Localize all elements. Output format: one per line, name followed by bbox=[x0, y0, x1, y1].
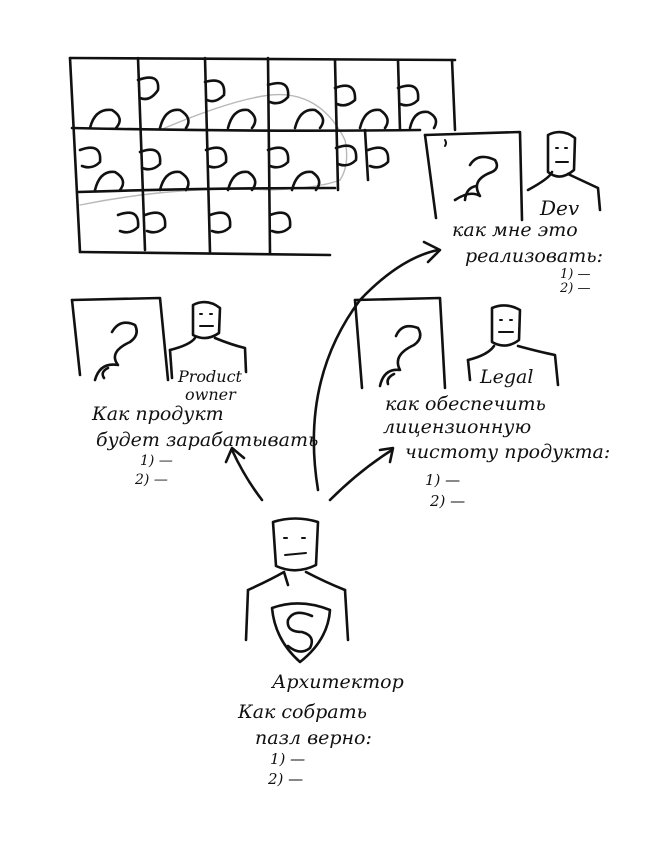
legal-head-icon bbox=[490, 304, 522, 347]
dev-panel bbox=[423, 130, 602, 222]
legal-question-line-1: как обеспечить bbox=[385, 393, 546, 415]
product-owner-name-line-2: owner bbox=[185, 385, 237, 404]
legal-panel bbox=[353, 296, 560, 390]
product-owner-question-line-2: будет зарабатывать bbox=[96, 429, 318, 451]
legal-question-line-2: лицензионную bbox=[383, 416, 531, 438]
architect-item-2: 2) — bbox=[267, 770, 303, 788]
product-owner-head-icon bbox=[191, 300, 222, 340]
product-owner-item-1: 1) — bbox=[140, 453, 173, 469]
dev-item-2: 2) — bbox=[559, 281, 590, 296]
product-owner-question-line-1: Как продукт bbox=[91, 403, 224, 425]
architect-head-icon bbox=[271, 517, 320, 572]
legal-item-1: 1) — bbox=[425, 471, 460, 489]
legal-item-2: 2) — bbox=[429, 492, 465, 510]
architect-figure bbox=[244, 517, 350, 664]
dev-name: Dev bbox=[539, 196, 580, 220]
arrow-to-dev bbox=[312, 248, 440, 492]
legal-question-line-3: чистоту продукта: bbox=[405, 441, 610, 463]
dev-question-line-1: как мне это bbox=[452, 219, 578, 241]
architect-item-1: 1) — bbox=[270, 750, 305, 768]
architect-question-line-1: Как собрать bbox=[237, 701, 367, 723]
architect-question-line-2: пазл верно: bbox=[255, 727, 372, 749]
arrow-to-legal bbox=[328, 448, 394, 502]
dev-item-1: 1) — bbox=[560, 267, 590, 282]
dev-head-icon bbox=[546, 130, 577, 178]
product-owner-name-line-1: Product bbox=[177, 367, 243, 386]
product-owner-item-2: 2) — bbox=[134, 472, 168, 488]
product-owner-panel bbox=[70, 296, 248, 382]
dev-question-line-2: реализовать: bbox=[465, 245, 603, 267]
arrow-to-product-owner bbox=[230, 448, 264, 502]
architect-name: Архитектор bbox=[270, 671, 404, 693]
puzzle-grid bbox=[68, 56, 457, 257]
superman-shield-icon bbox=[270, 602, 332, 664]
legal-name: Legal bbox=[479, 366, 533, 388]
arrows bbox=[224, 240, 442, 502]
